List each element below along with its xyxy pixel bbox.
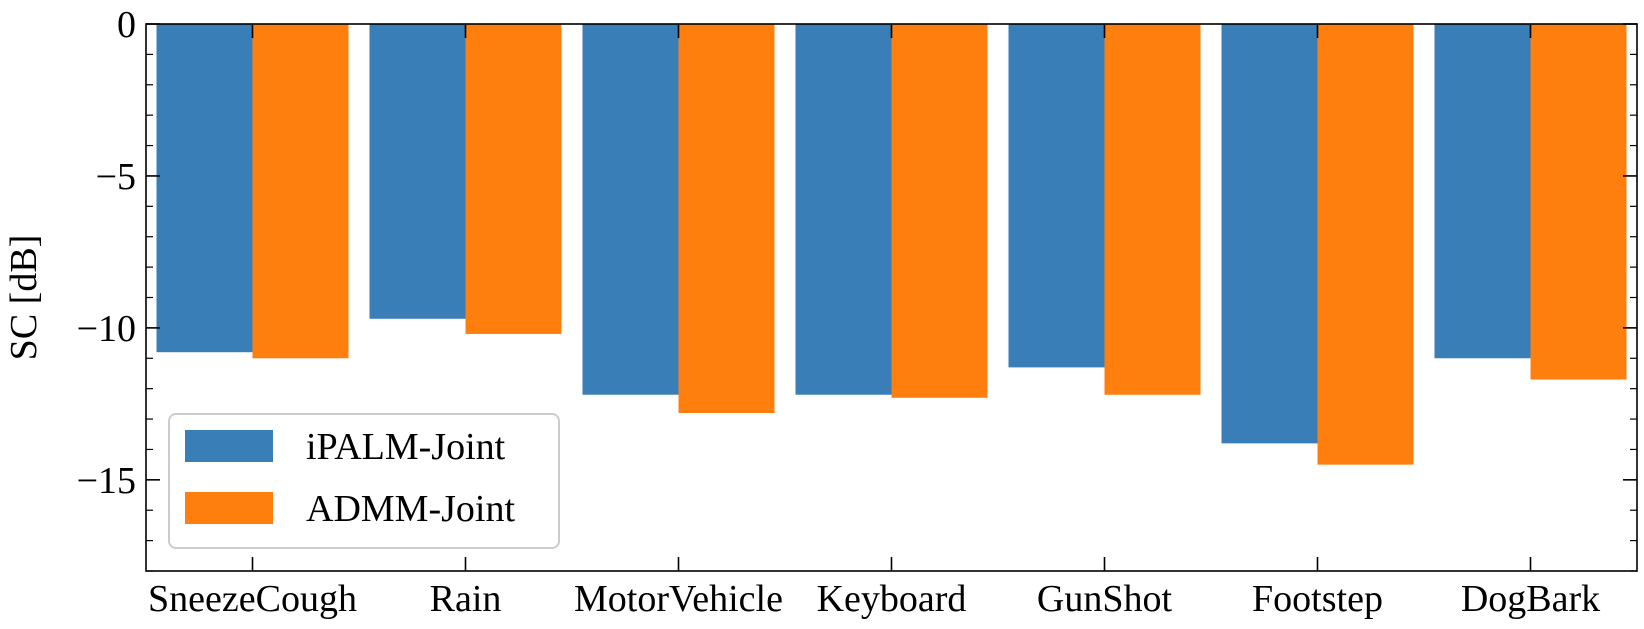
x-tick-label: SneezeCough: [148, 578, 357, 620]
bars-group: [156, 24, 1627, 465]
x-tick-label: GunShot: [1037, 578, 1173, 620]
bar-gunshot-ipalm-joint: [1008, 24, 1105, 368]
plot-frame: [145, 23, 1638, 572]
x-tick-label: MotorVehicle: [574, 578, 783, 620]
bar-keyboard-admm-joint: [891, 24, 988, 398]
bar-dogbark-admm-joint: [1530, 24, 1627, 380]
legend-swatch: [185, 492, 273, 524]
bar-gunshot-admm-joint: [1104, 24, 1201, 395]
y-tick-labels: 0 −5 −10 −15: [77, 4, 136, 502]
x-tick-label: Rain: [430, 578, 502, 620]
bar-rain-admm-joint: [465, 24, 562, 334]
x-tick-labels: SneezeCough Rain MotorVehicle Keyboard GunSh…: [148, 578, 1600, 620]
bar-footstep-ipalm-joint: [1221, 24, 1318, 444]
y-axis-title: SC [dB]: [3, 235, 45, 361]
bar-rain-ipalm-joint: [369, 24, 466, 319]
bar-sneezecough-admm-joint: [252, 24, 349, 359]
legend-label: ADMM-Joint: [306, 488, 515, 530]
legend-swatch: [185, 430, 273, 462]
bar-dogbark-ipalm-joint: [1434, 24, 1531, 359]
x-tick-label: Footstep: [1252, 578, 1383, 620]
bar-sneezecough-ipalm-joint: [156, 24, 253, 353]
bar-footstep-admm-joint: [1317, 24, 1414, 465]
x-tick-label: DogBark: [1461, 578, 1600, 620]
legend-label: iPALM-Joint: [306, 426, 506, 468]
bar-motorvehicle-ipalm-joint: [582, 24, 679, 395]
bar-keyboard-ipalm-joint: [795, 24, 892, 395]
y-tick-label: −15: [77, 460, 136, 502]
y-tick-label: −5: [96, 156, 136, 198]
y-tick-label: −10: [77, 308, 136, 350]
x-tick-label: Keyboard: [817, 578, 967, 620]
y-tick-label: 0: [117, 4, 136, 46]
ticks-group: [146, 23, 1637, 572]
bar-motorvehicle-admm-joint: [678, 24, 775, 413]
